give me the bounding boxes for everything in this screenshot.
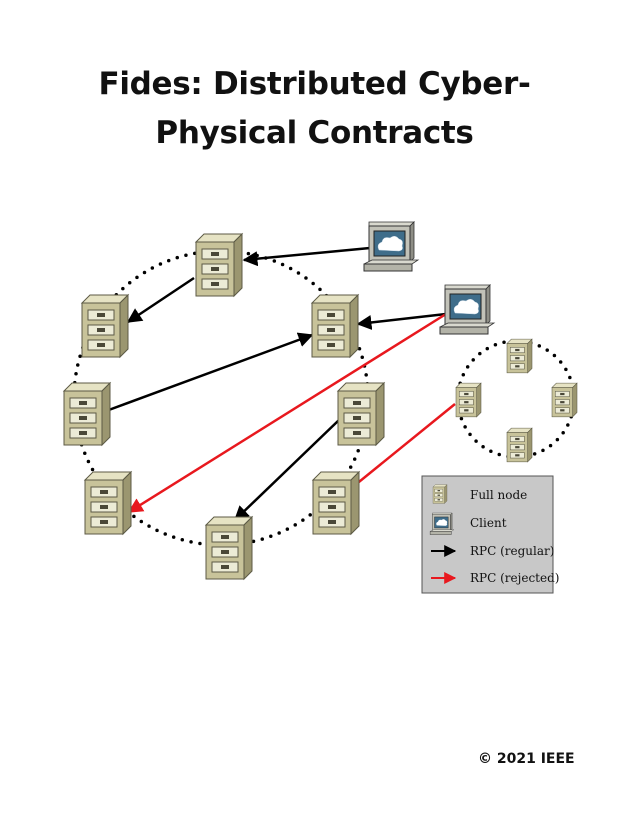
regular-rpc-arrows xyxy=(105,246,447,522)
title-line-1: Fides: Distributed Cyber- xyxy=(98,66,531,102)
copyright-notice: © 2021 IEEE xyxy=(478,751,575,767)
legend-rpc-regular-label: RPC (regular) xyxy=(470,544,554,558)
client-computer-1 xyxy=(363,221,419,272)
legend-client-icon xyxy=(429,512,455,535)
rpc-arrow-node-to-bottom-node xyxy=(233,419,340,522)
legend: Full node Client RPC (regular) RPC (reje… xyxy=(421,475,559,594)
client-computer-2 xyxy=(439,284,495,335)
rpc-arrow-top-to-left-node xyxy=(126,276,195,324)
full-node-top xyxy=(195,233,243,297)
full-node-upper-left xyxy=(81,294,129,358)
full-node-left xyxy=(63,382,111,446)
legend-full-node-label: Full node xyxy=(470,488,527,502)
legend-server-icon xyxy=(432,484,448,504)
rpc-arrow-client2-to-right-node xyxy=(356,312,447,330)
full-node-lower-right xyxy=(312,471,360,535)
rpc-arrow-client1-to-top-node xyxy=(242,246,371,267)
small-full-node-top xyxy=(506,338,533,374)
rejected-rpc-arrows xyxy=(127,312,456,517)
small-full-node-left xyxy=(455,382,482,418)
small-full-node-right xyxy=(551,382,578,418)
legend-client-label: Client xyxy=(470,516,507,530)
title-line-2: Physical Contracts xyxy=(155,115,474,151)
full-node-right xyxy=(337,382,385,446)
small-full-node-bottom xyxy=(506,427,533,463)
full-node-upper-right xyxy=(311,294,359,358)
full-node-bottom xyxy=(205,516,253,580)
rejected-arrow-client2-to-lower-left-node xyxy=(127,312,447,514)
rpc-arrow-left-to-right-node xyxy=(105,332,314,413)
legend-rpc-rejected-label: RPC (rejected) xyxy=(470,571,559,585)
full-node-lower-left xyxy=(84,471,132,535)
